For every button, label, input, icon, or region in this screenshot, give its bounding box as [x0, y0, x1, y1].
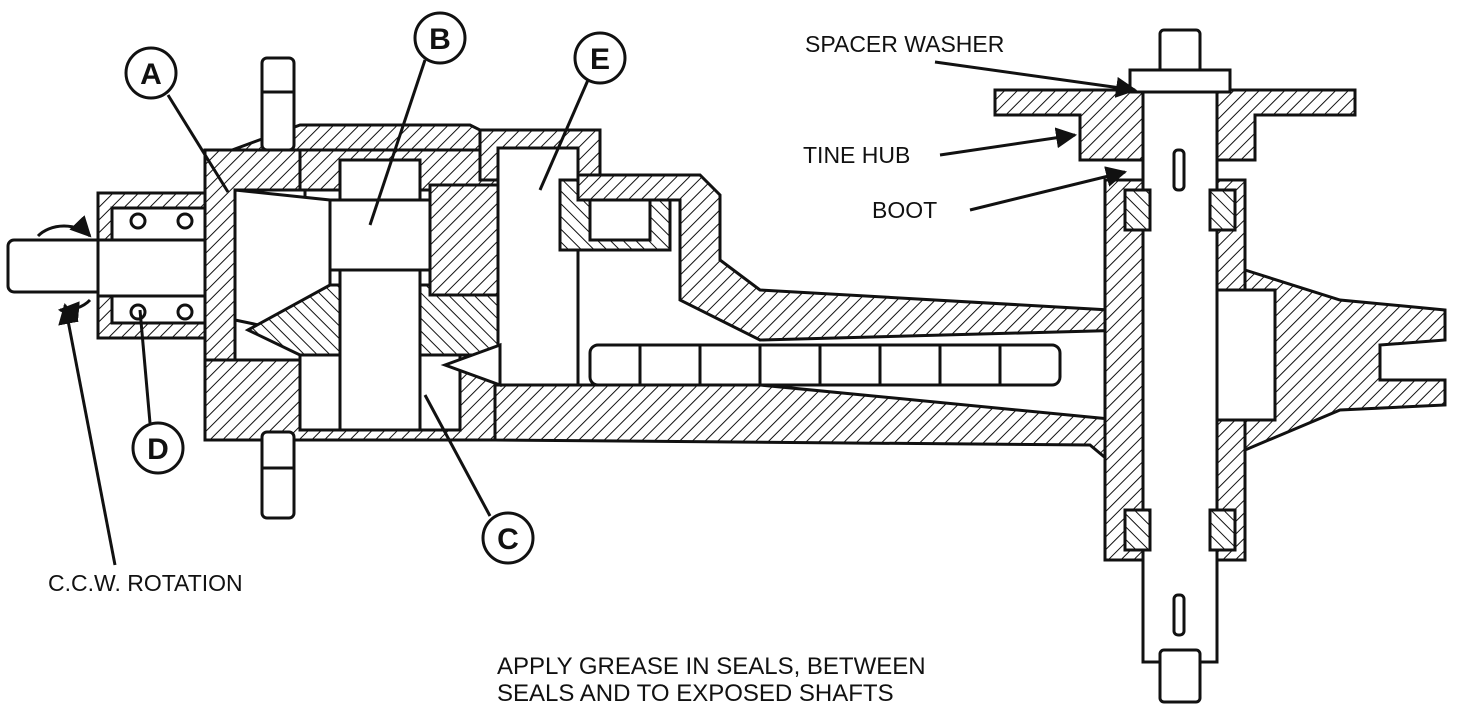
- callout-a: A: [124, 46, 230, 193]
- label-ccw-rotation: C.C.W. ROTATION: [48, 570, 243, 596]
- svg-text:A: A: [140, 58, 162, 91]
- label-boot: BOOT: [872, 166, 1128, 223]
- callout-e: E: [538, 31, 627, 191]
- drive-chain: [440, 342, 1062, 388]
- rotation-arrow-icon: [36, 215, 117, 566]
- grease-note: APPLY GREASE IN SEALS, BETWEEN SEALS AND…: [497, 653, 926, 707]
- svg-text:C: C: [497, 523, 519, 556]
- callout-c: C: [423, 394, 535, 565]
- svg-text:E: E: [590, 43, 610, 76]
- svg-text:BOOT: BOOT: [872, 197, 937, 223]
- svg-text:SEALS AND TO EXPOSED SHAFTS: SEALS AND TO EXPOSED SHAFTS: [497, 680, 894, 707]
- label-spacer-washer: SPACER WASHER: [805, 31, 1138, 98]
- output-shaft: [1123, 28, 1237, 704]
- svg-text:B: B: [429, 23, 451, 56]
- svg-text:C.C.W. ROTATION: C.C.W. ROTATION: [48, 570, 243, 596]
- callout-b: B: [368, 11, 467, 226]
- svg-text:TINE HUB: TINE HUB: [803, 142, 910, 168]
- callout-d: D: [131, 309, 185, 475]
- svg-text:APPLY GREASE IN SEALS, BETWEEN: APPLY GREASE IN SEALS, BETWEEN: [497, 653, 926, 680]
- mounting-studs: [260, 56, 296, 520]
- label-tine-hub: TINE HUB: [803, 127, 1078, 168]
- svg-text:D: D: [147, 433, 169, 466]
- svg-text:SPACER WASHER: SPACER WASHER: [805, 31, 1004, 57]
- bevel-gear-assembly: [233, 158, 502, 432]
